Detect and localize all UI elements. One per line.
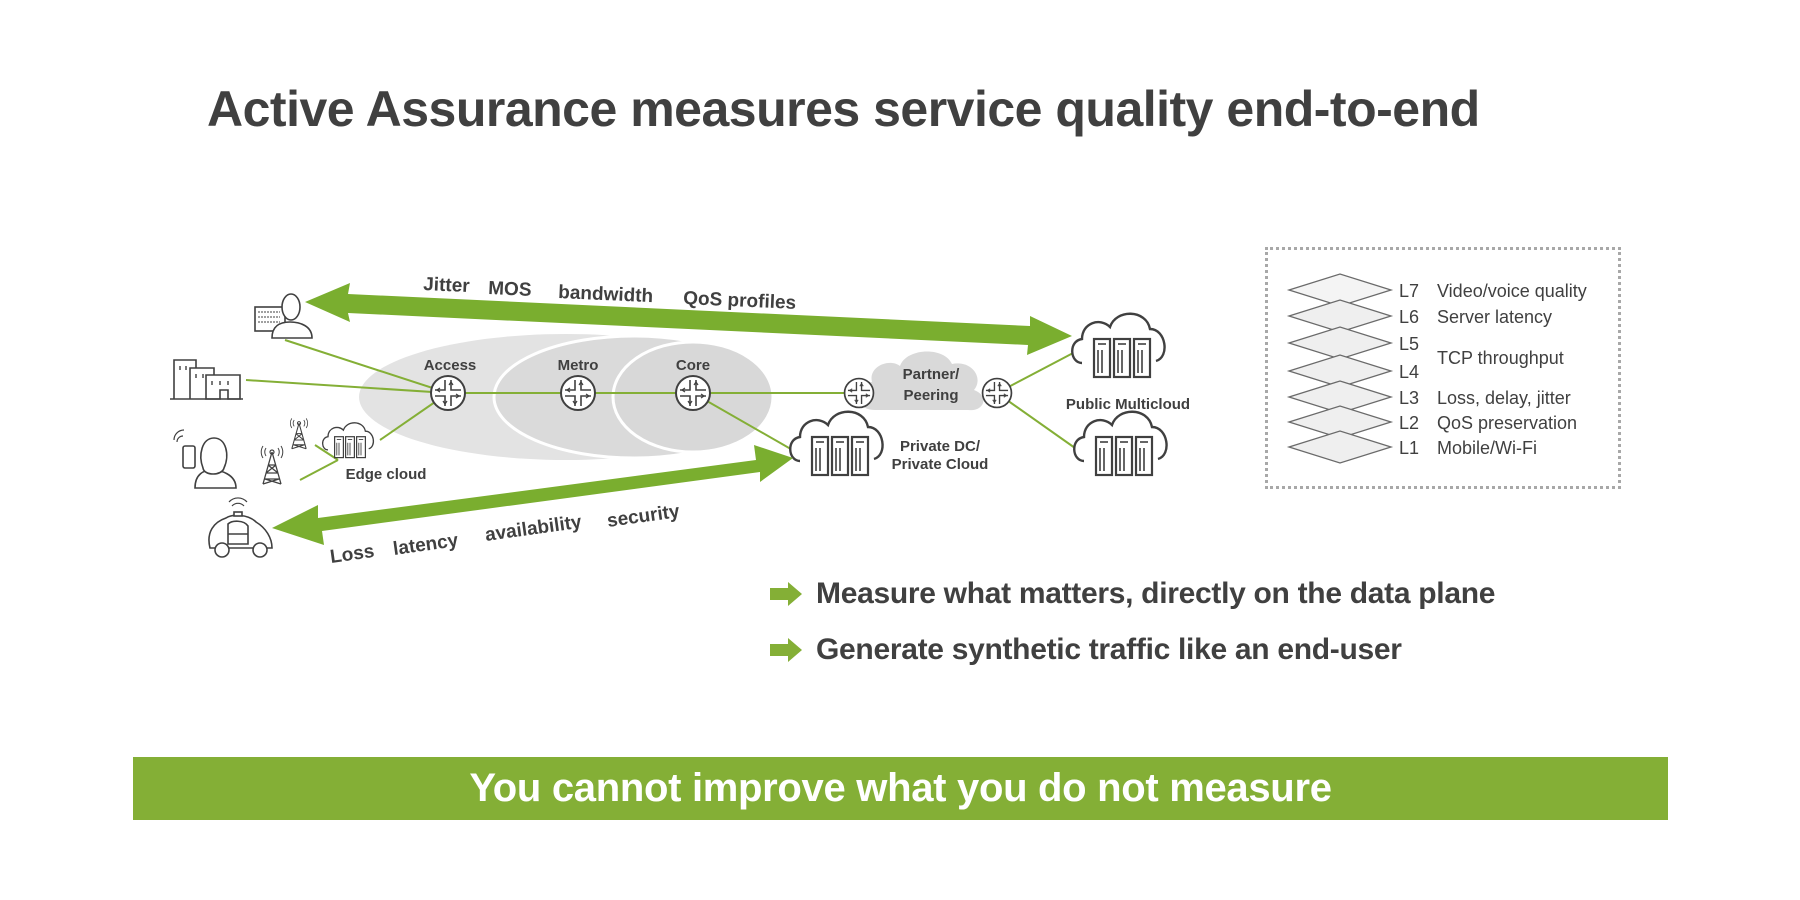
edge-cloud-icon	[321, 422, 375, 459]
bullet-text: Measure what matters, directly on the da…	[816, 577, 1496, 610]
top-measurement-arrow	[305, 283, 1072, 355]
tagline-text: You cannot improve what you do not measu…	[469, 766, 1332, 810]
osi-layers-box	[1265, 247, 1621, 489]
public-cloud-2-icon	[1073, 410, 1168, 477]
osi-layer-plane	[1286, 273, 1394, 307]
bullet-item: Generate synthetic traffic like an end-u…	[770, 622, 1495, 678]
core-router-icon	[675, 375, 711, 411]
osi-layer-description: QoS preservation	[1437, 413, 1577, 433]
osi-layer-code: L7	[1399, 281, 1419, 301]
cell-tower-small-icon	[289, 417, 309, 450]
segment-access-label: Access	[424, 357, 477, 374]
top-label-jitter: Jitter	[423, 274, 471, 297]
osi-layer-description: TCP throughput	[1437, 348, 1564, 368]
osi-layer-code: L6	[1399, 307, 1419, 327]
user-computer-icon	[254, 293, 313, 339]
partner-label-2: Peering	[903, 387, 958, 404]
osi-layer-description: Mobile/Wi-Fi	[1437, 438, 1537, 458]
peering-router-in-icon	[843, 377, 875, 409]
bottom-label-availability: availability	[484, 512, 584, 546]
osi-layer-plane	[1286, 354, 1394, 388]
office-buildings-icon	[170, 359, 243, 400]
peering-router-out-icon	[981, 377, 1013, 409]
partner-label-1: Partner/	[903, 366, 961, 383]
osi-layer-code: L1	[1399, 438, 1419, 458]
osi-layer-plane	[1286, 405, 1394, 439]
private-dc-cloud-icon	[789, 410, 884, 477]
slide-title: Active Assurance measures service qualit…	[207, 81, 1480, 137]
osi-layer-code: L2	[1399, 413, 1419, 433]
osi-layer-plane	[1286, 380, 1394, 414]
bullet-text: Generate synthetic traffic like an end-u…	[816, 633, 1402, 666]
private-dc-label-2: Private Cloud	[892, 456, 989, 473]
segment-metro-label: Metro	[558, 357, 599, 374]
tagline-banner: You cannot improve what you do not measu…	[133, 757, 1668, 820]
public-cloud-1-icon	[1071, 312, 1166, 379]
osi-layer-code: L3	[1399, 388, 1419, 408]
key-points: Measure what matters, directly on the da…	[770, 566, 1495, 678]
osi-layer-description: Loss, delay, jitter	[1437, 388, 1571, 408]
osi-layer-code: L5	[1399, 334, 1419, 354]
osi-layer-description: Server latency	[1437, 307, 1552, 327]
top-label-mos: MOS	[488, 278, 532, 301]
top-label-qos-profiles: QoS profiles	[683, 288, 797, 314]
edge-cloud-label: Edge cloud	[346, 466, 427, 483]
osi-layer-description: Video/voice quality	[1437, 281, 1587, 301]
bullet-item: Measure what matters, directly on the da…	[770, 566, 1495, 622]
partner-peering-cloud: Partner/ Peering	[857, 351, 984, 411]
osi-layer-plane	[1286, 326, 1394, 360]
cell-tower-icon	[260, 445, 284, 485]
green-arrow-icon	[770, 582, 802, 606]
bottom-label-loss: Loss	[329, 541, 376, 568]
connected-car-icon	[208, 497, 273, 558]
top-label-bandwidth: bandwidth	[558, 282, 654, 307]
segment-core-label: Core	[676, 357, 710, 374]
osi-layer-plane	[1286, 299, 1394, 333]
bottom-label-security: security	[606, 501, 682, 532]
metro-router-icon	[560, 375, 596, 411]
green-arrow-icon	[770, 638, 802, 662]
bottom-measurement-arrow	[272, 445, 793, 545]
mobile-user-icon	[173, 429, 237, 489]
private-dc-label-1: Private DC/	[900, 438, 981, 455]
osi-layer-plane	[1286, 430, 1394, 464]
bottom-label-latency: latency	[392, 530, 460, 560]
osi-layer-code: L4	[1399, 362, 1419, 382]
public-multicloud-label: Public Multicloud	[1066, 396, 1190, 413]
access-router-icon	[430, 375, 466, 411]
